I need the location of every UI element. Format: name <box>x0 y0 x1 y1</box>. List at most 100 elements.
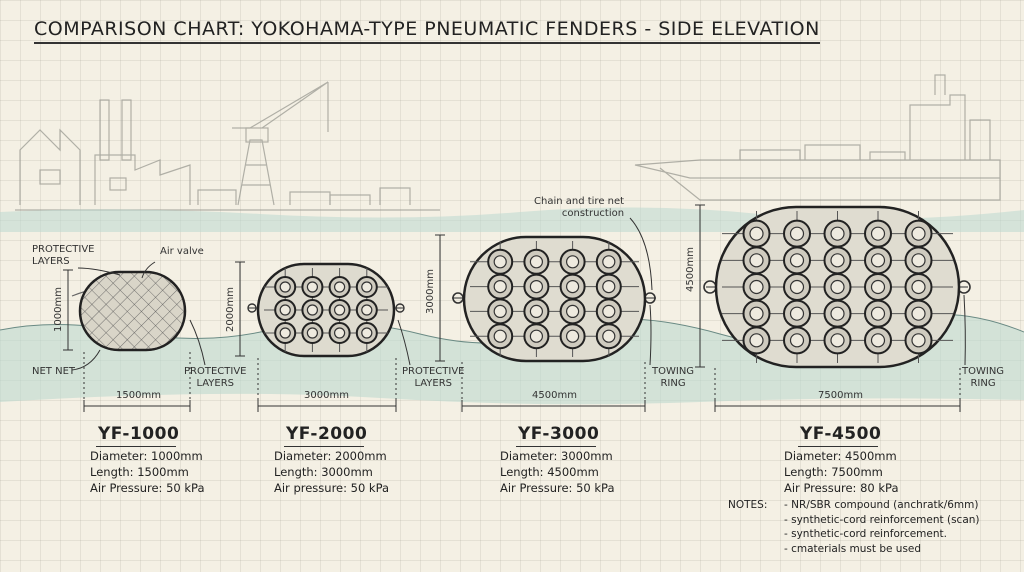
tire-hub <box>749 333 764 348</box>
callout-chain-tire-net: Chain and tire net construction <box>534 196 625 219</box>
tire-hub <box>361 327 373 339</box>
tire-hub <box>493 255 507 269</box>
tire-hub <box>493 304 507 318</box>
spec-diameter: Diameter: 4500mm <box>784 449 897 463</box>
tire-hub <box>602 255 616 269</box>
tire-hub <box>911 333 926 348</box>
tire-hub <box>306 327 318 339</box>
note-item: - synthetic-cord reinforcement. <box>784 528 947 540</box>
spec-diameter: Diameter: 2000mm <box>274 449 387 463</box>
fender-yf-4500-tire-net <box>722 211 953 363</box>
fender-yf-2000-tire-net <box>264 268 388 352</box>
callout-towing-ring-1: TOWING RING <box>652 366 695 389</box>
callout-protective-layers-1: PROTECTIVE LAYERS <box>184 366 247 389</box>
diameter-label-yf-2000: 2000mm <box>224 287 236 332</box>
fender-yf-4500 <box>703 205 971 369</box>
tire-hub <box>565 304 580 318</box>
tire-hub <box>529 255 544 269</box>
specs-yf-1000: Diameter: 1000mm Length: 1500mm Air Pres… <box>90 448 205 496</box>
tire-hub <box>529 329 544 343</box>
tire-hub <box>911 226 926 241</box>
tire-hub <box>493 329 507 343</box>
tire-hub <box>602 280 616 294</box>
model-name-yf-2000: YF-2000 <box>286 424 368 444</box>
spec-air-pressure: Air Pressure: 50 kPa <box>500 481 615 495</box>
note-item: - NR/SBR compound (anchratk/6mm) <box>784 499 979 511</box>
tire-hub <box>529 280 544 294</box>
callout-protective-layers-top: PROTECTIVE LAYERS <box>32 244 95 267</box>
notes-heading: NOTES: <box>728 499 768 511</box>
tire-hub <box>602 304 616 318</box>
tire-hub <box>911 279 926 295</box>
tire-hub <box>830 279 845 295</box>
tire-hub <box>361 281 373 293</box>
specs-yf-2000: Diameter: 2000mm Length: 3000mm Air pres… <box>274 448 389 496</box>
spec-diameter: Diameter: 3000mm <box>500 449 613 463</box>
length-label-yf-2000: 3000mm <box>304 390 349 401</box>
tire-hub <box>493 280 507 294</box>
model-underline-yf-2000 <box>284 446 364 447</box>
spec-length: Length: 1500mm <box>90 465 189 479</box>
tire-hub <box>334 281 346 293</box>
tire-hub <box>870 226 886 241</box>
model-name-yf-4500: YF-4500 <box>800 424 882 444</box>
model-underline-yf-4500 <box>798 446 878 447</box>
model-name-yf-1000: YF-1000 <box>98 424 180 444</box>
tire-hub <box>830 253 845 268</box>
note-item: - synthetic-cord reinforcement (scan) <box>784 513 980 526</box>
spec-length: Length: 4500mm <box>500 465 599 479</box>
specs-yf-4500: Diameter: 4500mm Length: 7500mm Air Pres… <box>784 448 899 496</box>
fender-yf-1000 <box>71 270 187 352</box>
tire-hub <box>870 279 886 295</box>
tire-hub <box>789 333 805 348</box>
tire-hub <box>789 226 805 241</box>
length-label-yf-4500: 7500mm <box>818 390 863 401</box>
background-skyline <box>15 74 1001 211</box>
length-label-yf-1000: 1500mm <box>116 390 161 401</box>
tire-hub <box>830 333 845 348</box>
callout-towing-ring-2: TOWING RING <box>962 366 1005 389</box>
fender-yf-2000 <box>247 262 405 358</box>
tire-hub <box>789 279 805 295</box>
tire-hub <box>565 255 580 269</box>
spec-air-pressure: Air Pressure: 50 kPa <box>90 481 205 495</box>
tire-hub <box>279 304 291 316</box>
chart-title: COMPARISON CHART: YOKOHAMA-TYPE PNEUMATI… <box>34 18 820 44</box>
leader-lines <box>71 217 966 371</box>
callout-net-net: NET NET <box>32 366 75 377</box>
model-name-yf-3000: YF-3000 <box>518 424 600 444</box>
tire-hub <box>334 327 346 339</box>
diameter-label-yf-1000: 1000mm <box>52 287 64 332</box>
callout-protective-layers-2: PROTECTIVE LAYERS <box>402 366 465 389</box>
notes-list: - NR/SBR compound (anchratk/6mm) - synth… <box>784 498 980 556</box>
tire-hub <box>749 226 764 241</box>
tire-hub <box>565 329 580 343</box>
tire-hub <box>749 306 764 321</box>
tire-hub <box>870 306 886 321</box>
spec-length: Length: 7500mm <box>784 465 883 479</box>
tire-hub <box>529 304 544 318</box>
tire-hub <box>602 329 616 343</box>
fender-yf-3000-tire-net <box>470 241 639 357</box>
tire-hub <box>749 253 764 268</box>
tire-hub <box>306 281 318 293</box>
dimension-lines <box>63 204 961 412</box>
spec-length: Length: 3000mm <box>274 465 373 479</box>
length-label-yf-3000: 4500mm <box>532 390 577 401</box>
tire-hub <box>870 253 886 268</box>
tire-hub <box>911 253 926 268</box>
tire-hub <box>279 327 291 339</box>
tire-hub <box>830 226 845 241</box>
tire-hub <box>565 280 580 294</box>
tire-hub <box>911 306 926 321</box>
tire-hub <box>279 281 291 293</box>
tire-hub <box>306 304 318 316</box>
tire-hub <box>789 253 805 268</box>
spec-diameter: Diameter: 1000mm <box>90 449 203 463</box>
tire-hub <box>749 279 764 295</box>
model-underline-yf-3000 <box>516 446 596 447</box>
spec-air-pressure: Air Pressure: 80 kPa <box>784 481 899 495</box>
tire-hub <box>361 304 373 316</box>
callout-air-valve: Air valve <box>160 246 204 257</box>
model-underline-yf-1000 <box>96 446 176 447</box>
